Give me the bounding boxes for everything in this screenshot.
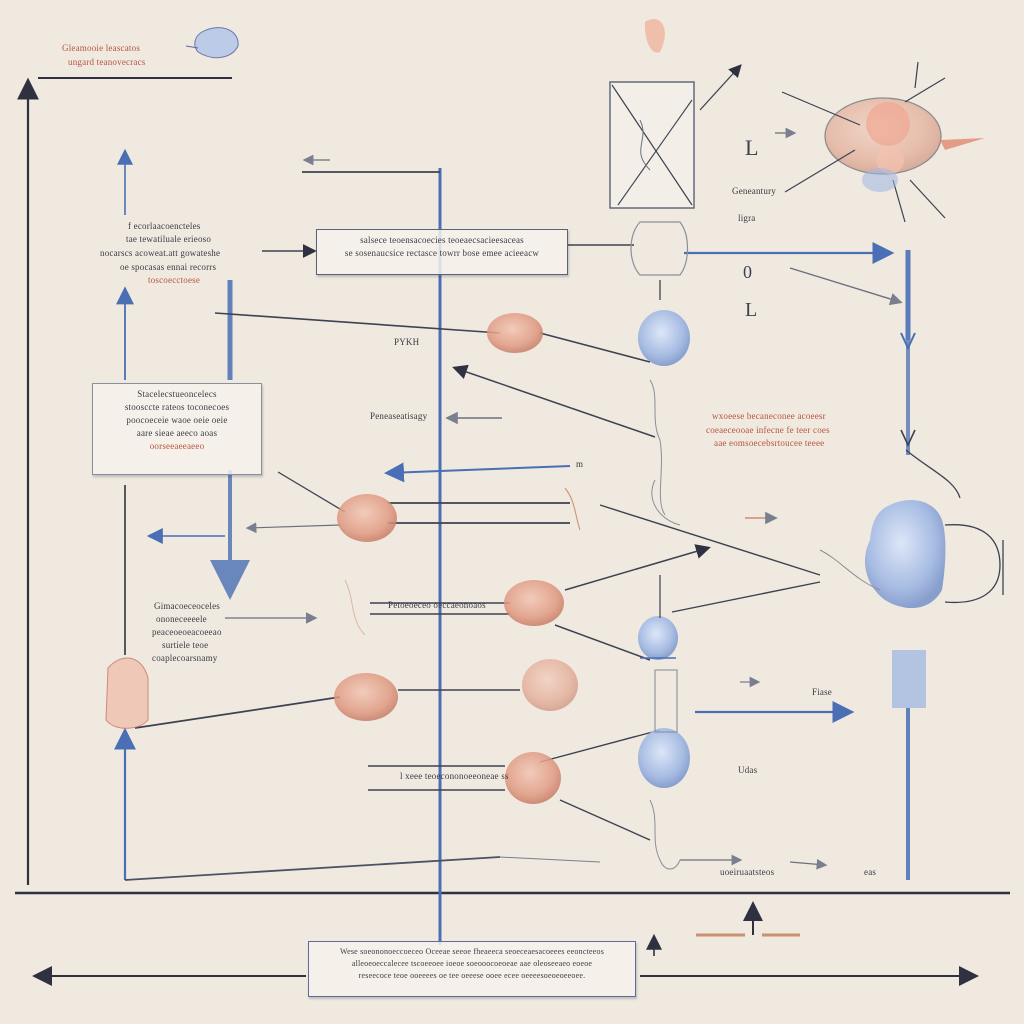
left-text-red: toscoecctoese [148,275,201,285]
left-text-line-2: tae tewatiluale erieoso [126,234,212,244]
mid-left-line-2: ononeceeeele [156,614,207,624]
left-text-line-3: nocarscs acoweat.att gowateshe [100,248,221,258]
top-right-label-1: Geneantury [732,186,776,196]
mid-left-line-5: coaplecoarsnamy [152,653,218,663]
stacked-box-line-2: stoosccte rateos toconecoes [124,402,230,412]
small-label-pykh: PYKH [394,337,420,347]
bottom-box-line-3: reseecoce teoe ooeeees oe tee oeeese ooe… [358,971,586,980]
left-inner-arrows [114,148,601,881]
bottom-box-line-1: Wese soeononoeccoeceo Oceeae seeoe fheae… [339,947,605,956]
bottom-right-label-2: eas [864,867,877,877]
right-red-line-3: aae eomsoecebsrtoucee teeee [714,438,825,448]
left-text-line-1: f ecorlaacoencteles [128,221,201,231]
stacked-box-line-4: aare sieae aeeco aoas [136,428,218,438]
top-left-red-label-1: Gleamooie leascatos [62,43,141,53]
left-text-line-4: oe spocasas ennai recorrs [120,262,217,272]
bottom-box: Wese soeononoeccoeceo Oceeae seeoe fheae… [308,941,636,997]
mid-left-line-1: Gimacoeceoceles [154,601,220,611]
stacked-box-line-1: Stacelecstueoncelecs [137,389,217,399]
top-left-red-label-2: ungard teanovecracs [68,57,146,67]
svg-text:L: L [745,135,758,160]
top-right-label-2: ligra [738,213,756,223]
svg-text:L: L [745,299,757,321]
bottom-right-label-1: uoeiruaatsteos [720,867,775,877]
stacked-box: Stacelecstueoncelecs stoosccte rateos to… [92,383,262,475]
connector-lines [134,242,903,956]
svg-text:0: 0 [743,262,752,282]
small-label-mid: Peneaseatisagy [370,411,428,421]
right-red-line-2: coeaeceooae infecne fe teer coes [706,425,830,435]
right-blue-bar [892,250,961,880]
main-axes [15,77,1010,986]
mid-left-line-4: surtiele teoe [162,640,209,650]
ud-label: Udas [738,765,758,775]
bottom-mid-label: l xeee teoecononoeeoneae ss [400,771,509,781]
mid-left-line-3: peaceoeoeacoeeao [152,627,222,637]
center-box-3-label: Petoeoeceo oeccaeonoaos [388,600,486,610]
nodes [105,310,1004,870]
right-red-line-1: wxoeese becaneconee acoeesr [712,411,826,421]
right-small-label: Fiase [812,687,832,697]
center-box-line-1: salsece teoensacoecies teoeaecsacieesace… [360,235,524,245]
stacked-box-red: oorseeaeeaeeo [149,441,205,451]
m-label: m [576,459,584,469]
stacked-box-line-3: poocoeceie waoe oeie oeie [126,415,228,425]
bottom-box-line-2: alleoeoeccalecee tscoeeoee ioeoe soeoooc… [351,959,593,968]
top-right-cluster: L 0 L [185,18,985,321]
center-box: salsece teoensacoecies teoeaecsacieesace… [316,229,568,275]
center-box-line-2: se sosenaucsice rectasce towrr bose emee… [344,248,540,258]
